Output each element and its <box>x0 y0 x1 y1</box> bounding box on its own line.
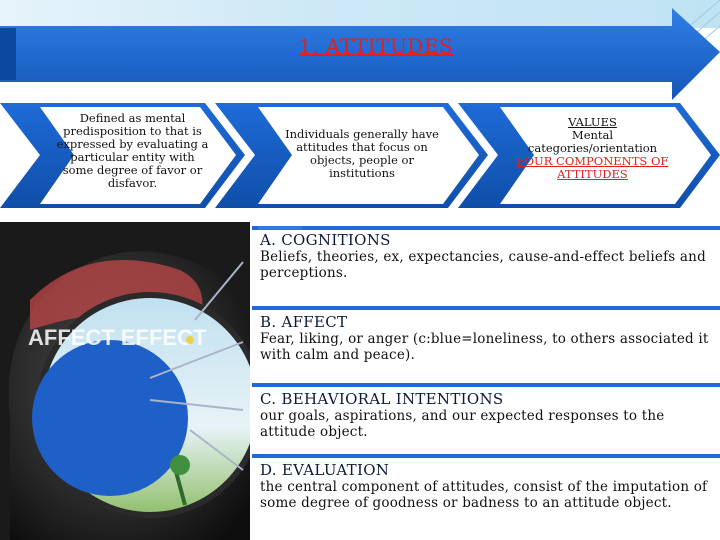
component-b-title: B. AFFECT <box>260 313 348 331</box>
component-d-title: D. EVALUATION <box>260 461 390 479</box>
component-a-title: A. COGNITIONS <box>260 231 391 249</box>
chevron-1-text: Defined as mental predisposition to that… <box>56 111 209 190</box>
top-band <box>0 0 720 28</box>
component-behavioral-intentions: C. BEHAVIORAL INTENTIONS our goals, aspi… <box>252 389 720 445</box>
component-cognitions: A. COGNITIONS Beliefs, theories, ex, exp… <box>252 230 720 292</box>
chevron-2-text: Individuals generally have attitudes tha… <box>285 127 439 180</box>
accent-dash <box>258 226 302 230</box>
component-d-desc: the central component of attitudes, cons… <box>260 479 708 511</box>
head-brain-image: AFFECT EFFECT <box>0 222 250 540</box>
component-d-stripe <box>252 454 720 458</box>
title-arrow <box>0 8 720 100</box>
values-title: VALUES <box>568 115 617 129</box>
four-components-link[interactable]: FOUR COMPONENTS OF ATTITUDES <box>516 154 669 181</box>
component-b-stripe <box>252 306 720 310</box>
component-c-stripe <box>252 383 720 387</box>
component-b-desc: Fear, liking, or anger (c:blue=lonelines… <box>260 331 709 363</box>
affect-effect-image-text: AFFECT EFFECT <box>28 325 207 350</box>
component-evaluation: D. EVALUATION the central component of a… <box>252 460 720 536</box>
component-c-desc: our goals, aspirations, and our expected… <box>260 408 665 440</box>
component-a-desc: Beliefs, theories, ex, expectancies, cau… <box>260 249 706 281</box>
component-c-title: C. BEHAVIORAL INTENTIONS <box>260 390 504 408</box>
component-affect: B. AFFECT Fear, liking, or anger (c:blue… <box>252 312 720 370</box>
chevron-row <box>0 103 720 208</box>
component-a-stripe <box>252 226 720 230</box>
chevron-3-text: VALUES Mental categories/orientation FOU… <box>515 116 670 181</box>
values-subtitle: Mental categories/orientation <box>527 128 658 155</box>
page-title: 1. ATTITUDES <box>298 34 454 58</box>
